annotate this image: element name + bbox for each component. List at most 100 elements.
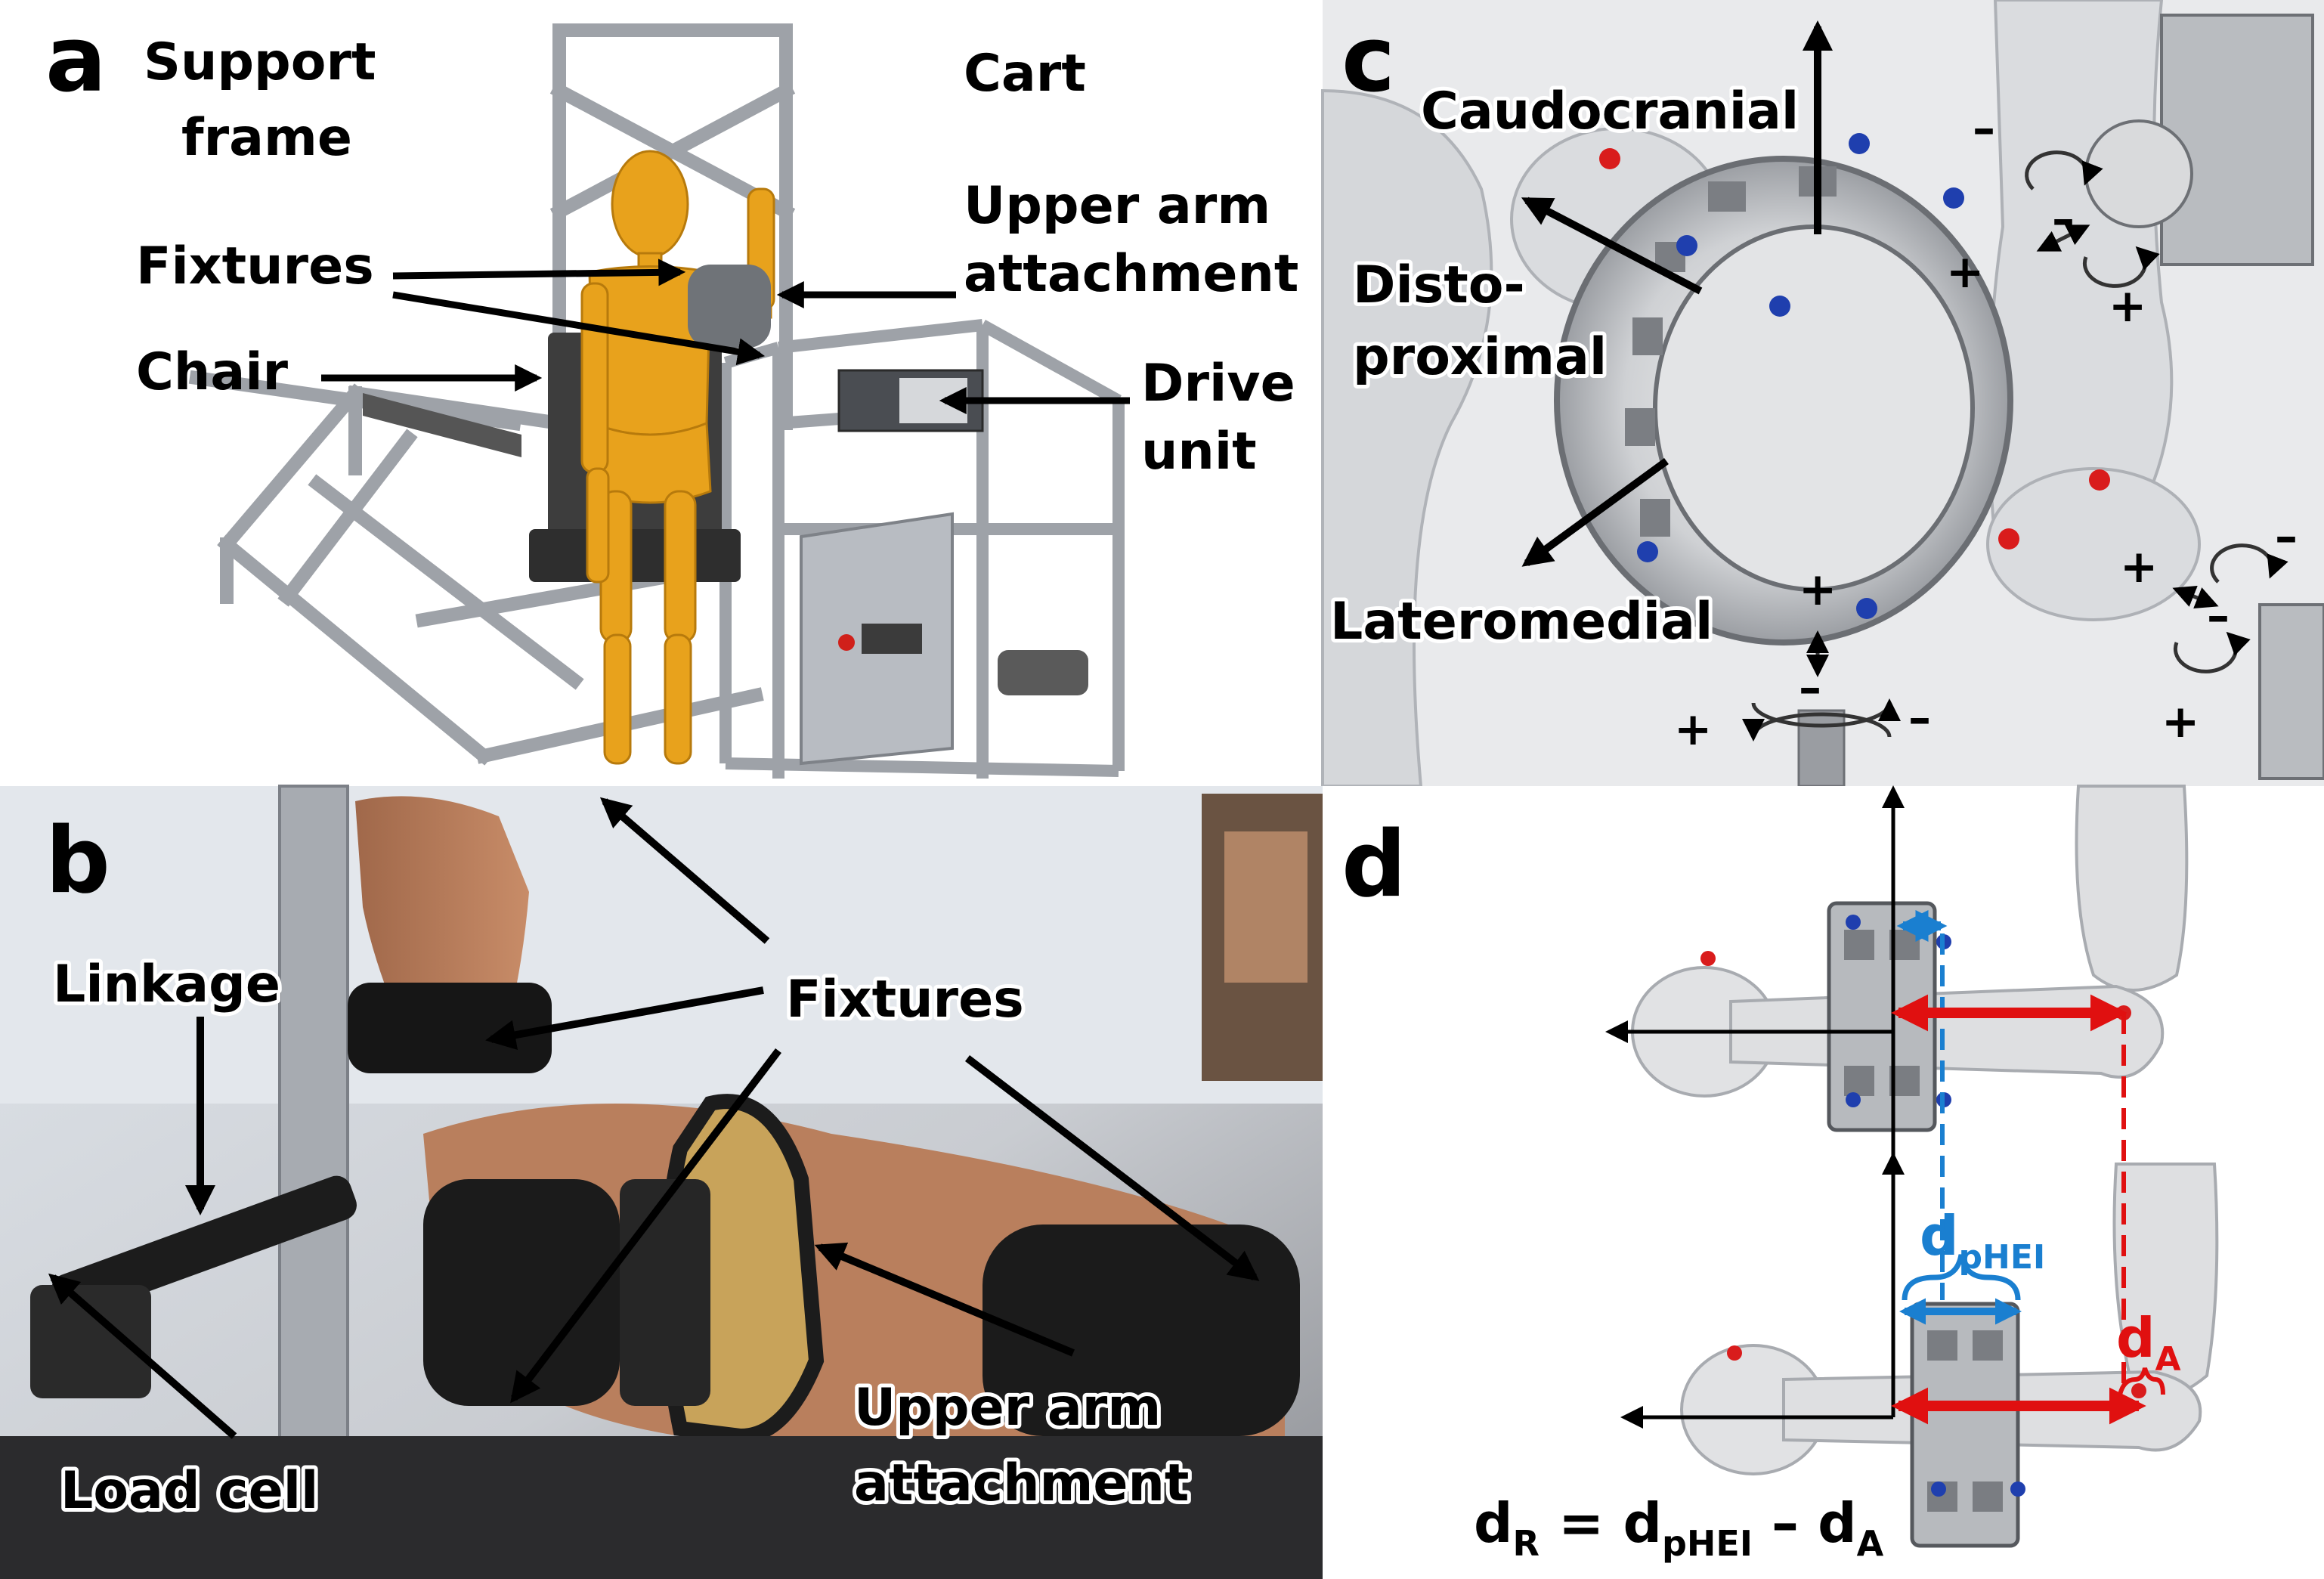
screw-bottom (1797, 709, 1846, 788)
base-plate (0, 1436, 1323, 1579)
load-cell-block (30, 1285, 151, 1398)
mannequin-drawing (580, 150, 775, 765)
upper-arm-attachment-drawing (688, 265, 771, 348)
dimension-label-dphei: dpHEI (1920, 1204, 2045, 1277)
formula: dR = dpHEI – dA (1474, 1491, 1884, 1564)
formula-sub-r: R (1513, 1523, 1540, 1564)
sign-plus-ring: + (1946, 246, 1984, 299)
da-main: d (2116, 1306, 2155, 1370)
panel-d-axes (1605, 785, 1905, 1429)
sign-minus-flange: – (2052, 193, 2075, 246)
arrow-fixtures-b-3 (510, 1048, 781, 1404)
arrow-fixtures-b-4 (964, 1055, 1260, 1281)
sign-plus-bottom: + (1799, 563, 1837, 616)
weight-plate (998, 650, 1088, 695)
arrow-fixtures-a-2 (392, 291, 766, 366)
bone-shape-left (1321, 88, 1493, 788)
formula-equals: = (1540, 1491, 1623, 1555)
linkage-bar (51, 1175, 357, 1319)
label-disto-line1: Disto- (1353, 255, 1525, 315)
upper-arm-cuff (983, 1224, 1300, 1436)
panel-b: b Linkage Fixtures Load cell Upper arm a… (0, 785, 1323, 1579)
label-lateromedial: Lateromedial (1330, 592, 1713, 652)
panel-a-letter: a (45, 8, 107, 113)
label-cart: Cart (964, 44, 1086, 104)
linkage-column (278, 785, 349, 1468)
panel-c: c Caudocranial Disto- proximal Lateromed… (1321, 0, 2324, 788)
arrow-fixtures-a-1 (392, 259, 686, 286)
formula-sub-a: A (1857, 1523, 1884, 1564)
label-fixtures-a: Fixtures (136, 237, 374, 296)
actuator-block-top (2160, 14, 2314, 266)
panel-a: a Support frame Cart Fixtures Upper arm … (0, 0, 1323, 786)
dphei-sub: pHEI (1959, 1238, 2046, 1277)
panel-d: d dpHEI dA dR = dpHEI – dA (1323, 785, 2324, 1579)
actuator-flange-top (2084, 119, 2193, 228)
sign-plus-bottom-left: + (1674, 703, 1712, 756)
rotation-arrows (1742, 150, 2288, 742)
chair-seat (529, 529, 741, 582)
panel-b-letter: b (45, 809, 110, 914)
blue-brace (1902, 1254, 2021, 1301)
sign-minus-right: – (2207, 590, 2230, 642)
arrow-fixtures-b-1 (599, 797, 770, 944)
red-button (838, 634, 855, 651)
back-wall (0, 786, 1323, 1104)
label-disto-line2: proximal (1353, 327, 1607, 387)
ring-inner (1653, 224, 1975, 592)
panel-c-axes (1521, 20, 1833, 567)
panel-b-arrows (48, 797, 1260, 1439)
formula-minus: – (1753, 1491, 1818, 1555)
bottom-marker-blue-1 (1931, 1481, 1946, 1497)
direction-signs: – – + + + – + – – + – + (1674, 102, 2298, 756)
label-linkage: Linkage (53, 955, 280, 1014)
blurred-face-light (1224, 831, 1307, 983)
formula-d3: d (1818, 1491, 1857, 1555)
elbow-cuff (423, 1179, 620, 1406)
arrow-load-cell (48, 1273, 237, 1439)
top-vertical-bone (2075, 785, 2189, 992)
panel-c-letter: c (1341, 8, 1395, 113)
da-sub: A (2155, 1340, 2181, 1379)
sign-minus-top: – (1973, 102, 1995, 155)
label-upper-arm-line2-b: attachment (854, 1454, 1189, 1513)
support-frame-drawing (188, 23, 796, 766)
label-upper-arm-line2-a: attachment (964, 244, 1298, 304)
dimension-label-da: dA (2116, 1306, 2181, 1379)
sign-minus-bottom: – (1799, 661, 1821, 714)
wrist-strap (348, 983, 552, 1073)
panel-d-letter: d (1341, 813, 1406, 918)
label-caudocranial: Caudocranial (1421, 82, 1799, 141)
label-support-frame-line2: frame (181, 108, 352, 168)
label-load-cell: Load cell (60, 1461, 318, 1521)
axis-distoproximal (1521, 197, 1703, 295)
bottom-marker-blue-2 (2010, 1481, 2025, 1497)
sign-plus-top-right: + (2109, 280, 2146, 333)
top-marker-blue-1 (1846, 915, 1861, 930)
label-support-frame-line1: Support (144, 33, 376, 92)
axis-lateromedial (1521, 457, 1669, 567)
top-marker-red (1700, 951, 1716, 966)
elbow-sphere (1986, 467, 2201, 621)
top-marker-blue-3 (1846, 1092, 1861, 1107)
formula-d1: d (1474, 1491, 1513, 1555)
label-drive-line2: unit (1141, 422, 1257, 481)
label-drive-line1: Drive (1141, 354, 1295, 413)
marker-balls-c (1599, 133, 2110, 619)
formula-d2: d (1623, 1491, 1662, 1555)
label-fixtures-b: Fixtures (786, 970, 1024, 1029)
sign-minus-right-top: – (2275, 510, 2298, 563)
attachment-block (620, 1179, 710, 1406)
sign-minus-bottom-right: – (1908, 692, 1931, 745)
dphei-main: d (1920, 1204, 1959, 1268)
arm-rest (363, 393, 521, 457)
panel-a-arrows (321, 259, 1130, 414)
red-brace (2118, 1367, 2165, 1395)
arrow-fixtures-b-2 (485, 986, 764, 1050)
dimension-lines (1891, 910, 2165, 1425)
actuator-block-right (2258, 603, 2324, 780)
bottom-marker-red (1727, 1345, 1742, 1361)
switch-block (862, 624, 922, 654)
sign-plus-right: + (2120, 540, 2158, 593)
